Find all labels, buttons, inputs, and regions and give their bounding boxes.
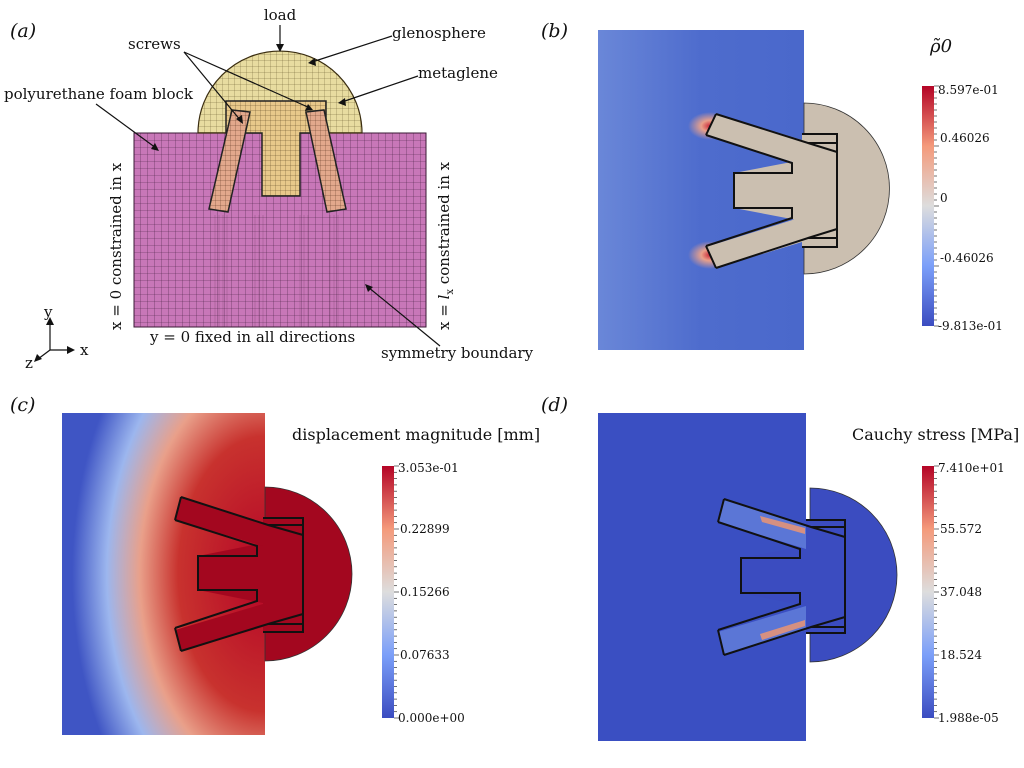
colorbar-c bbox=[382, 466, 394, 718]
panel-b: (b) ρ̃0 8.597e-01 0.46026 0 -0.46026 -9.… bbox=[541, 20, 1003, 350]
colorbar-d-tick-1: 55.572 bbox=[940, 522, 982, 536]
label-right-bc: x = lx constrained in x bbox=[435, 161, 456, 330]
implant-d-screw-top bbox=[718, 499, 806, 549]
colorbar-d-tick-2: 37.048 bbox=[940, 585, 982, 599]
colorbar-b-tick-1: 0.46026 bbox=[940, 131, 990, 145]
implant-b-screw-top bbox=[706, 114, 802, 165]
implant-b-body bbox=[734, 134, 837, 247]
panel-d: (d) Cauchy stress [MPa] 7.410e+01 55.572… bbox=[541, 394, 1019, 741]
panel-c: (c) displacement magnitude [mm] 3.053e-0… bbox=[10, 394, 540, 735]
screw-right bbox=[305, 109, 347, 213]
axis-z-label: z bbox=[25, 354, 33, 372]
foam-refinement bbox=[214, 215, 339, 327]
colorbar-d-title: Cauchy stress [MPa] bbox=[852, 425, 1019, 444]
implant-d-outline bbox=[717, 498, 846, 656]
implant-c-body bbox=[198, 518, 303, 632]
colorbar-c-tick-1: 0.22899 bbox=[400, 522, 450, 536]
implant-d-body bbox=[741, 520, 845, 633]
colorbar-d-tick-3: 18.524 bbox=[940, 648, 982, 662]
panel-a-tag: (a) bbox=[10, 20, 36, 42]
label-load: load bbox=[264, 6, 297, 24]
arrow-heads bbox=[151, 44, 373, 292]
label-symmetry: symmetry boundary bbox=[381, 344, 534, 362]
implant-b-outline bbox=[705, 113, 838, 269]
screw-left bbox=[208, 109, 251, 213]
colorbar-b-tick-4: -9.813e-01 bbox=[938, 319, 1003, 333]
label-left-bc: x = 0 constrained in x bbox=[107, 162, 125, 330]
stress-hotspot-bottom bbox=[760, 620, 805, 640]
label-glenosphere: glenosphere bbox=[392, 24, 486, 42]
colorbar-b-tick-2: 0 bbox=[940, 191, 948, 205]
label-bottom-bc: y = 0 fixed in all directions bbox=[149, 328, 355, 346]
implant-b-screw-bottom bbox=[706, 217, 802, 268]
stress-hotspot-top bbox=[760, 516, 805, 534]
colorbar-d-tick-4: 1.988e-05 bbox=[938, 711, 999, 725]
label-screws: screws bbox=[128, 35, 181, 53]
colorbar-c-tick-3: 0.07633 bbox=[400, 648, 450, 662]
colorbar-d bbox=[922, 466, 934, 718]
colorbar-d-ticks bbox=[934, 465, 939, 719]
colorbar-b-ticks bbox=[934, 85, 939, 327]
implant-c-screw-top bbox=[175, 497, 263, 546]
colorbar-c-tick-4: 0.000e+00 bbox=[398, 711, 465, 725]
implant-c-outline bbox=[174, 496, 304, 652]
label-foam: polyurethane foam block bbox=[4, 85, 194, 103]
implant-d-screw-bottom bbox=[718, 606, 806, 655]
colorbar-c-ticks bbox=[394, 465, 399, 719]
colorbar-c-tick-0: 3.053e-01 bbox=[398, 461, 459, 475]
colorbar-b bbox=[922, 86, 934, 326]
panel-d-tag: (d) bbox=[541, 394, 568, 416]
colorbar-b-title: ρ̃0 bbox=[929, 36, 952, 57]
colorbar-c-tick-2: 0.15266 bbox=[400, 585, 450, 599]
panel-a: (a) load glenosphere screws metaglene po… bbox=[4, 6, 534, 372]
panel-c-tag: (c) bbox=[10, 394, 35, 416]
axis-triad: y x z bbox=[25, 303, 89, 372]
annotation-arrows bbox=[95, 25, 441, 347]
colorbar-c-title: displacement magnitude [mm] bbox=[292, 425, 540, 444]
colorbar-b-tick-3: -0.46026 bbox=[940, 251, 994, 265]
axis-y-label: y bbox=[43, 303, 53, 321]
panel-b-tag: (b) bbox=[541, 20, 568, 42]
colorbar-d-tick-0: 7.410e+01 bbox=[938, 461, 1005, 475]
implant-c-screw-bottom bbox=[175, 604, 263, 651]
label-metaglene: metaglene bbox=[418, 64, 498, 82]
axis-x-label: x bbox=[80, 341, 89, 359]
colorbar-b-tick-0: 8.597e-01 bbox=[938, 83, 999, 97]
